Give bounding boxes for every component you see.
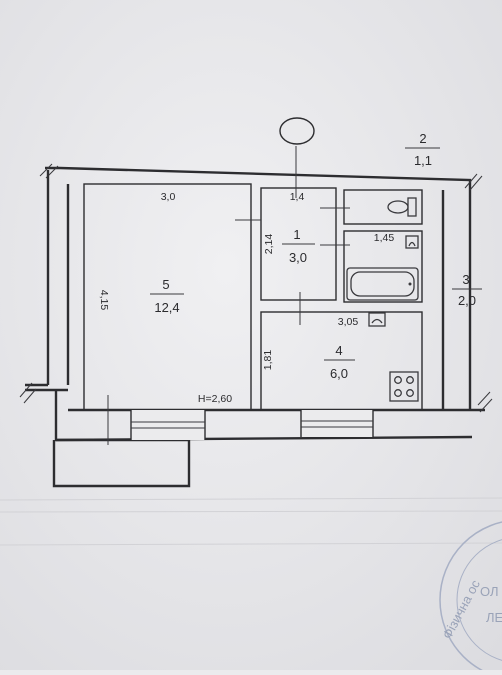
wc-outline <box>343 189 423 225</box>
room-3-area: 2,0 <box>458 293 476 308</box>
room-5-number: 5 <box>162 277 169 292</box>
bath-outline <box>343 230 423 303</box>
room-5-width-label: 3,0 <box>161 191 176 203</box>
room-labels: 5 12,4 1 3,0 4 6,0 2 1,1 3 2,0 <box>150 131 482 381</box>
toilet-icon <box>387 197 417 217</box>
kitchen-length-label: 1,81 <box>262 350 274 371</box>
room-3-label: 3 2,0 <box>452 272 482 308</box>
kitchen-sink-icon <box>368 312 386 327</box>
stove-icon <box>389 371 419 402</box>
room-5-length-label: 4,15 <box>98 290 110 311</box>
bathtub-icon <box>346 267 419 301</box>
room-5-label: 5 12,4 <box>150 277 184 315</box>
room-4-number: 4 <box>335 343 342 358</box>
room-5-area: 12,4 <box>154 300 179 315</box>
scan-artifacts <box>0 497 502 546</box>
dimension-labels: 3,0 4,15 H=2,60 1,4 2,14 1,45 3,05 1,81 <box>98 191 394 405</box>
ceiling-height-label: H=2,60 <box>198 393 232 405</box>
room-2-label: 2 1,1 <box>405 131 440 168</box>
sink-icon <box>405 235 419 249</box>
window-room-5 <box>130 410 206 440</box>
room-1-outline <box>260 187 337 301</box>
stamp-text-1: ОЛ <box>480 584 499 599</box>
door-marks <box>107 146 350 445</box>
kitchen-width-label: 3,05 <box>338 316 359 328</box>
room-1-area: 3,0 <box>289 250 307 265</box>
bath-width-label: 1,45 <box>374 232 395 244</box>
room-3-number: 3 <box>462 272 469 287</box>
room-1-label: 1 3,0 <box>282 227 315 265</box>
room-4-area: 6,0 <box>330 366 348 381</box>
stamp-text-2: ЛЕ <box>486 610 502 625</box>
room-1-width-label: 1,4 <box>290 191 305 203</box>
room-4-label: 4 6,0 <box>324 343 355 381</box>
window-room-4 <box>300 410 374 437</box>
room-2-number: 2 <box>419 131 426 146</box>
windows <box>130 410 374 440</box>
room-1-length-label: 2,14 <box>263 234 275 255</box>
room-2-area: 1,1 <box>414 153 432 168</box>
room-1-number: 1 <box>293 227 300 242</box>
vent-ellipse <box>279 117 315 145</box>
